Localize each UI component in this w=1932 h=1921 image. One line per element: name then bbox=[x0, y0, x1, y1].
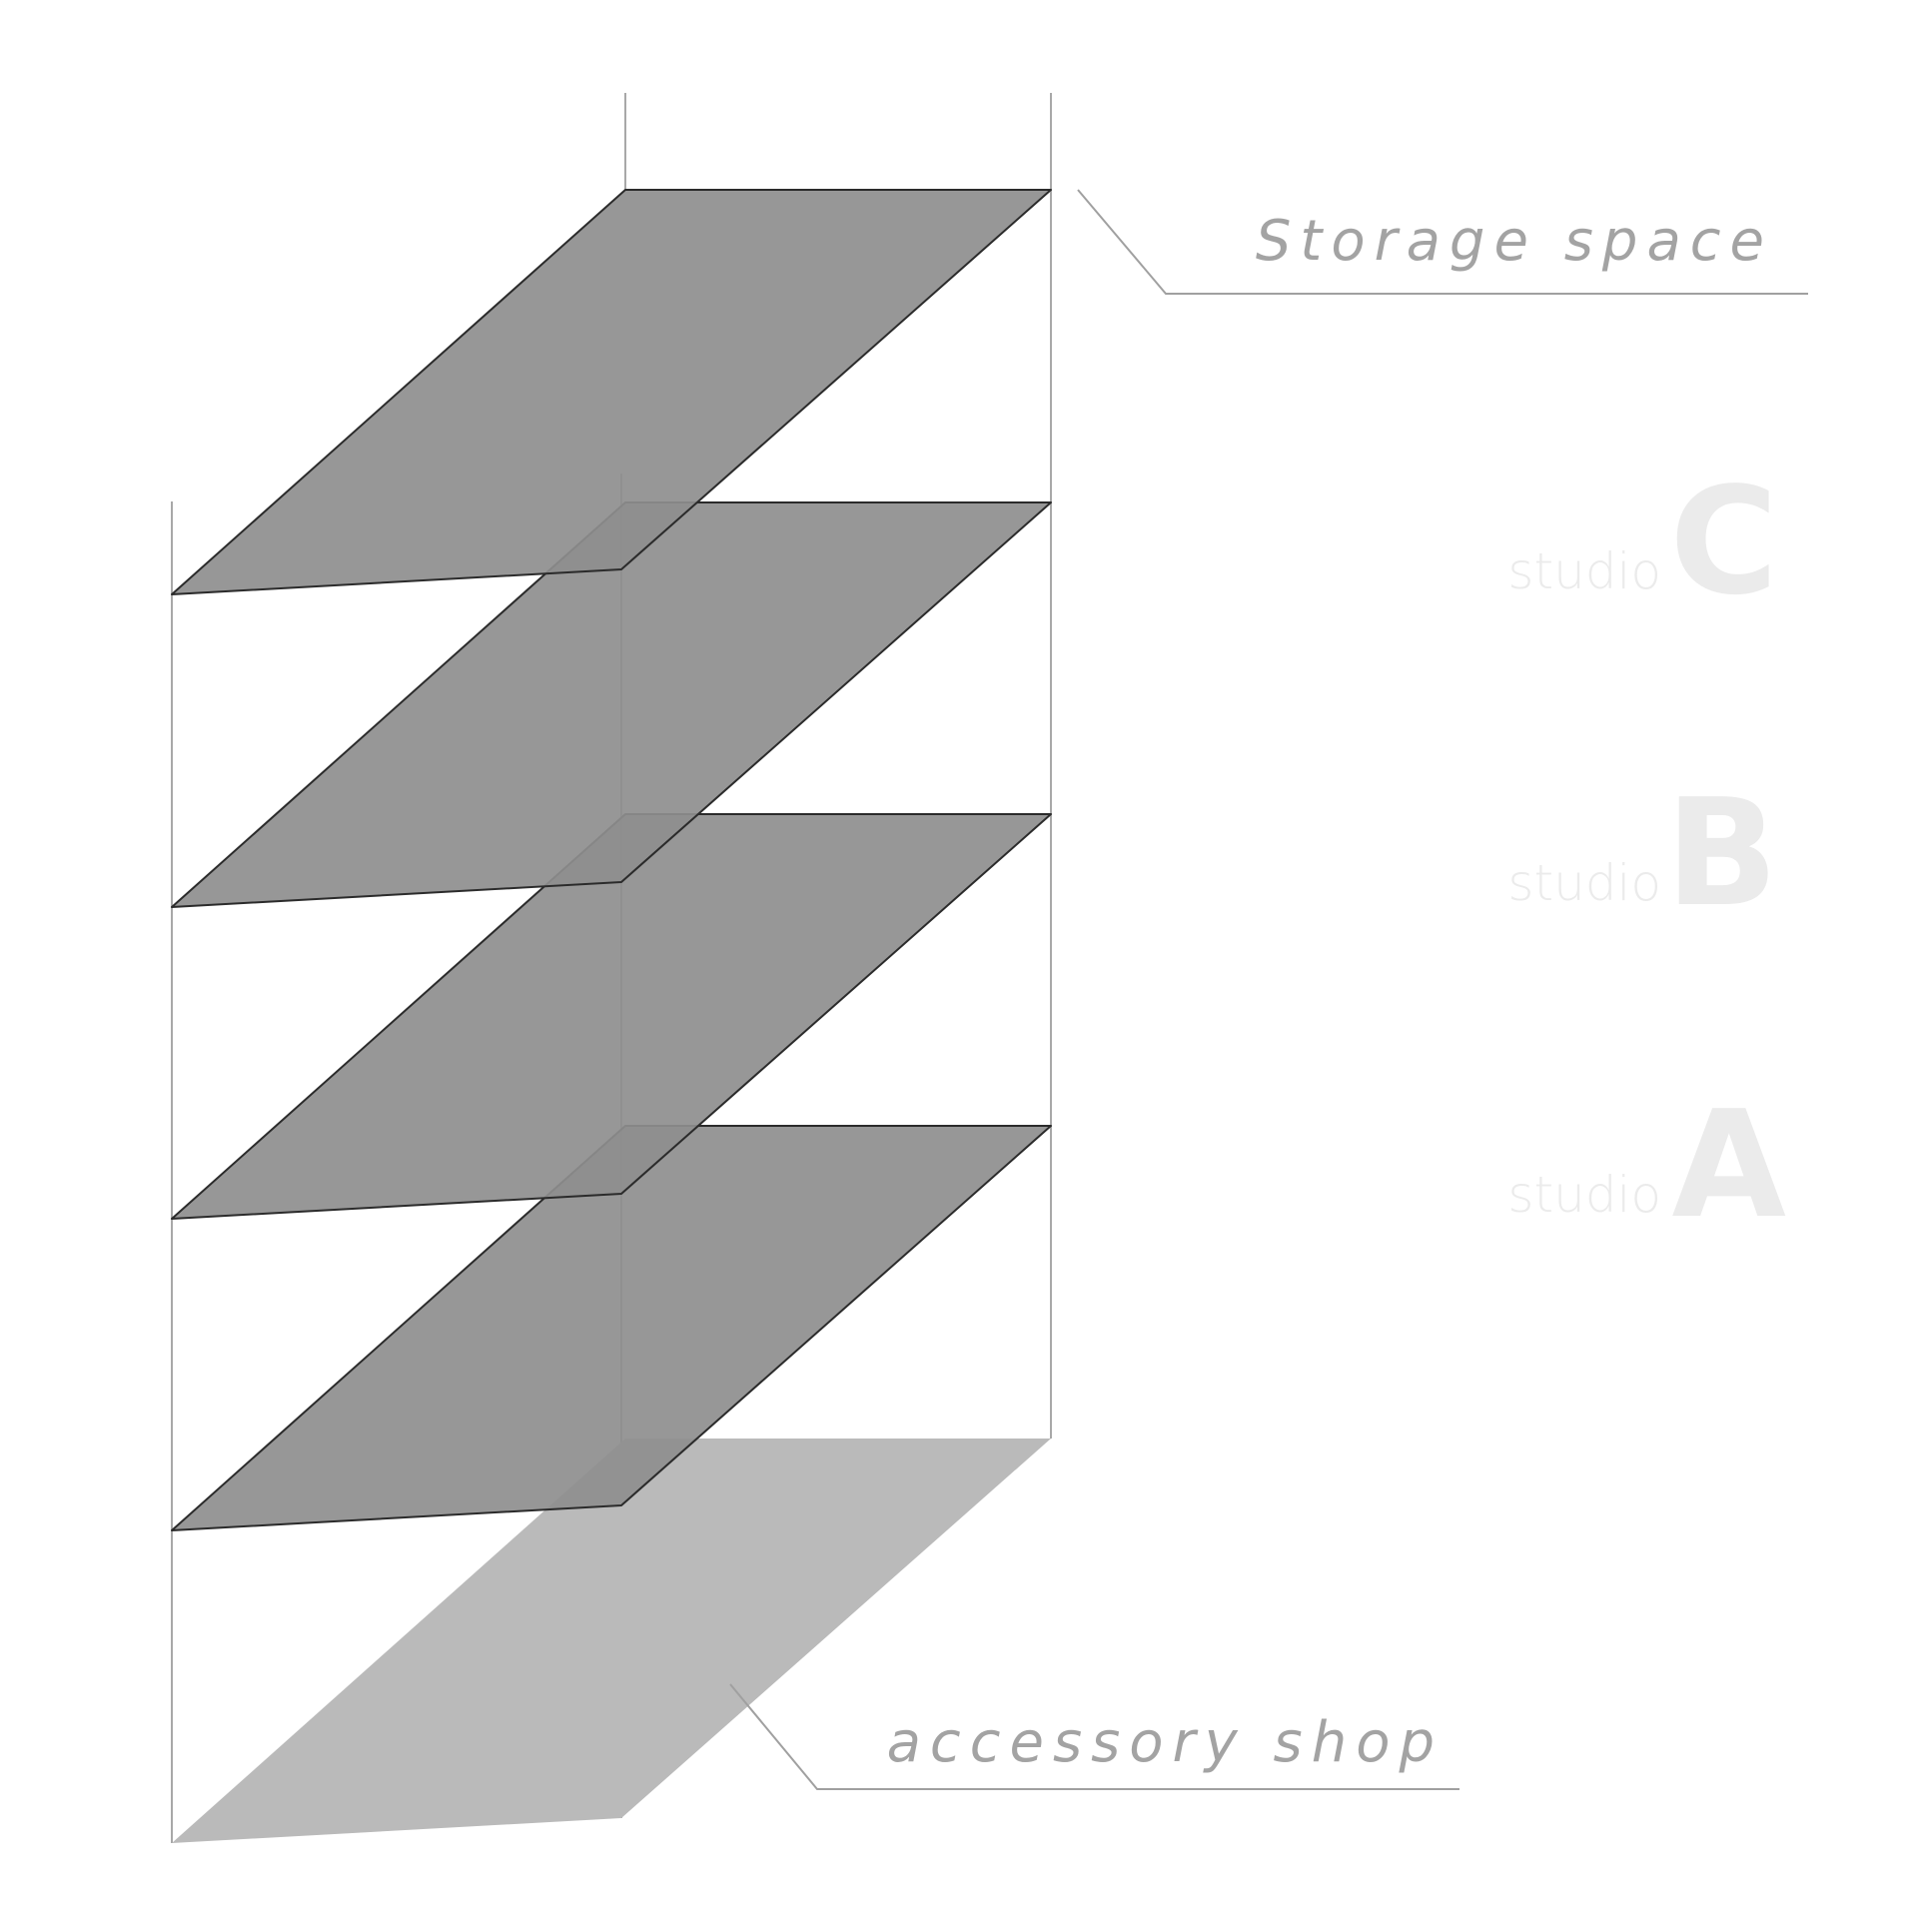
floor-slab-storage bbox=[171, 189, 1052, 595]
shop-label: accessory shop bbox=[887, 1710, 1444, 1775]
floor-slabs bbox=[171, 189, 1052, 1531]
storage-label: Storage space bbox=[1256, 209, 1773, 274]
studio-c-word: studio bbox=[1507, 542, 1661, 600]
studio-c-letter: C bbox=[1669, 456, 1778, 627]
storage-callout-line bbox=[1077, 189, 1808, 295]
ground-floor-slab bbox=[172, 1439, 1051, 1843]
studio-b-word: studio bbox=[1507, 854, 1661, 912]
studio-label-b: studio B bbox=[1507, 767, 1778, 939]
studio-a-letter: A bbox=[1671, 1079, 1786, 1251]
floor-slab-studio-c bbox=[171, 501, 1052, 908]
studio-label-a: studio A bbox=[1507, 1079, 1786, 1251]
studio-b-letter: B bbox=[1665, 767, 1778, 939]
floor-slab-studio-a bbox=[171, 1125, 1052, 1531]
shop-callout-line bbox=[729, 1683, 1459, 1790]
studio-label-c: studio C bbox=[1507, 456, 1778, 627]
studio-a-word: studio bbox=[1507, 1166, 1661, 1224]
floor-slab-studio-b bbox=[171, 813, 1052, 1220]
